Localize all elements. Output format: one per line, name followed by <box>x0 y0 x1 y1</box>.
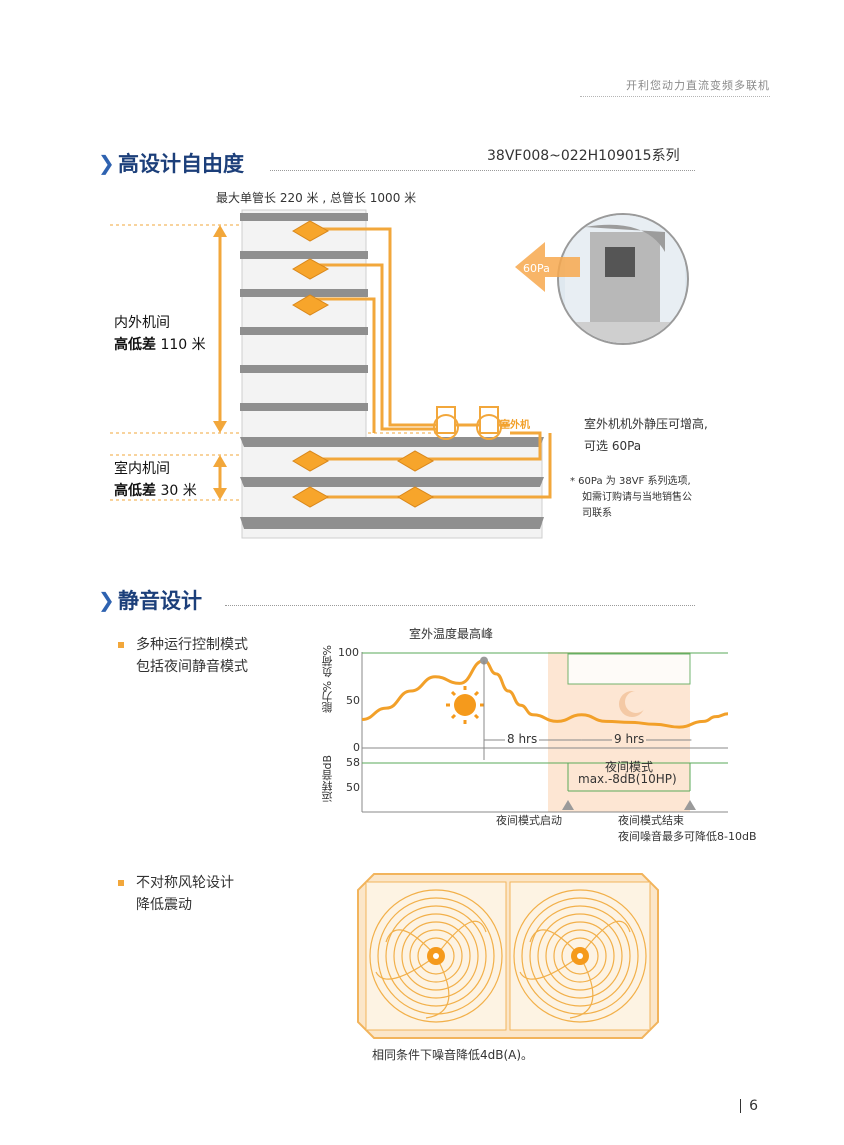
moon-icon <box>619 691 647 717</box>
pipe-length-label: 最大单管长 220 米 , 总管长 1000 米 <box>216 191 417 205</box>
night-mode-sub: max.-8dB(10HP) <box>578 772 677 786</box>
night-end-label: 夜间模式结束 <box>618 814 684 827</box>
section-chevron-icon: ❯ <box>98 588 115 612</box>
page-number: 6 <box>749 1098 758 1114</box>
chart-title: 室外温度最高峰 <box>409 627 494 641</box>
section1-rule <box>270 170 695 171</box>
page-number-bar <box>740 1099 741 1113</box>
building-diagram <box>110 209 552 539</box>
interval-label-2: 9 hrs <box>612 732 647 746</box>
y-tick-0: 0 <box>353 741 360 754</box>
night-start-label: 夜间模式启动 <box>496 814 562 827</box>
chart-ylabel-top: 能力% 负荷% <box>321 645 334 714</box>
y-tick-50db: 50 <box>346 781 360 794</box>
peak-point <box>480 656 488 665</box>
section2-title: 静音设计 <box>118 589 202 613</box>
bullet1-text: 多种运行控制模式 包括夜间静音模式 <box>136 637 248 675</box>
section2-rule <box>225 605 695 606</box>
y-tick-50: 50 <box>346 694 360 707</box>
night-end-note: 夜间噪音最多可降低8-10dB <box>618 830 757 843</box>
fan-illustration <box>357 873 659 1039</box>
load-curve <box>361 659 729 729</box>
outdoor-unit-label: 室外机 <box>500 420 530 431</box>
sun-icon <box>446 686 484 724</box>
chart-ylabel-bottom: 运转音dB <box>321 755 334 803</box>
header-title: 开利您动力直流变频多联机 <box>626 79 770 92</box>
y-tick-100: 100 <box>338 646 359 659</box>
outdoor-unit-image <box>515 213 689 345</box>
bullet2-text: 不对称风轮设计 降低震动 <box>136 875 234 913</box>
section-chevron-icon: ❯ <box>98 151 115 175</box>
static-pressure-badge: 60Pa <box>523 262 550 275</box>
interval-label-1: 8 hrs <box>505 732 540 746</box>
static-pressure-text: 室外机机外静压可增高, 可选 60Pa <box>584 417 708 453</box>
footnote: * 60Pa 为 38VF 系列选项, 如需订购请与当地销售公 司联系 <box>570 476 692 519</box>
height-diff-indoor-label: 室内机间 高低差 30 米 <box>114 461 197 499</box>
night-mode-label: 夜间模式 <box>605 760 654 774</box>
height-diff-outdoor-label: 内外机间 高低差 110 米 <box>114 315 206 353</box>
bullet-icon <box>118 642 124 648</box>
header-rule <box>580 96 770 97</box>
bullet-icon <box>118 880 124 886</box>
y-tick-58: 58 <box>346 756 360 769</box>
section1-title: 高设计自由度 <box>118 152 244 176</box>
series-label: 38VF008~022H109015系列 <box>487 148 680 164</box>
fan-caption: 相同条件下噪音降低4dB(A)。 <box>372 1048 534 1062</box>
